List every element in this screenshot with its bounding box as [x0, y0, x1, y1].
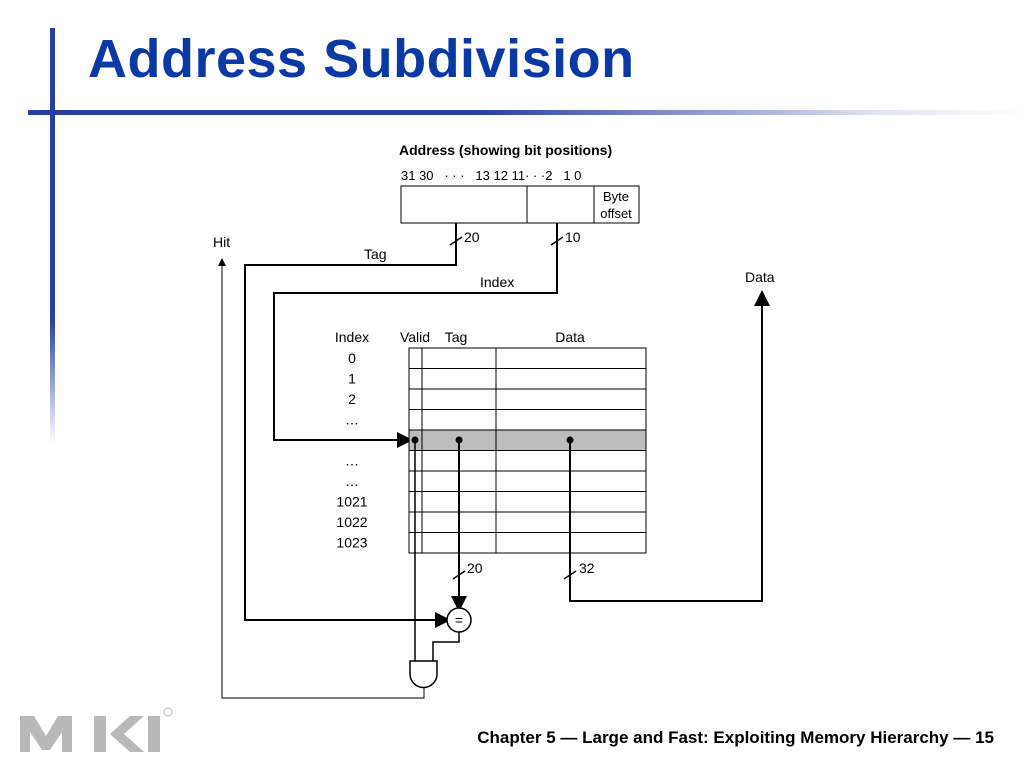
row-index-label: 2: [348, 391, 356, 407]
tag-wire: [244, 223, 457, 628]
hit-wire: [218, 258, 425, 699]
row-index-label: 1022: [336, 514, 367, 530]
row-index-label: …: [345, 473, 359, 489]
and-gate: [409, 660, 438, 689]
row-index-label: …: [345, 453, 359, 469]
byte-offset-label-line1: Byte: [603, 189, 629, 204]
row-index-labels: 0 1 2 … … … 1021 1022 1023: [336, 350, 367, 551]
header-valid: Valid: [400, 329, 430, 345]
hit-label: Hit: [213, 234, 230, 250]
title-accent-vertical-bar: [50, 28, 55, 443]
selected-row-highlight: [409, 430, 646, 450]
stored-tag-width-slash: [452, 570, 466, 580]
tag-width-label: 20: [464, 229, 480, 245]
index-width-label: 10: [565, 229, 581, 245]
table-row-lines: [409, 368, 646, 533]
data-width-slash: [563, 570, 577, 580]
header-tag: Tag: [445, 329, 468, 345]
row-index-label: 1021: [336, 494, 367, 510]
address-box: [400, 185, 640, 224]
row-index-label: 1: [348, 371, 356, 387]
comparator-symbol: =: [455, 612, 463, 628]
slide-footer: Chapter 5 — Large and Fast: Exploiting M…: [477, 728, 994, 747]
address-header: Address (showing bit positions): [399, 142, 612, 158]
data-width-label: 32: [579, 560, 595, 576]
row-index-label: …: [345, 412, 359, 428]
stored-tag-width-label: 20: [467, 560, 483, 576]
data-wire: [569, 290, 770, 602]
index-width-slash: [550, 236, 564, 246]
tag-label: Tag: [364, 246, 387, 262]
header-data: Data: [555, 329, 585, 345]
index-label: Index: [480, 274, 514, 290]
publisher-logo: [20, 707, 173, 752]
bit-positions: 31 30 · · · 13 12 11· · ·2 1 0: [401, 168, 581, 183]
byte-offset-label-line2: offset: [600, 206, 632, 221]
slide-title: Address Subdivision: [88, 29, 635, 89]
row-index-label: 0: [348, 350, 356, 366]
header-index: Index: [335, 329, 369, 345]
index-wire: [273, 223, 558, 448]
title-accent-horizontal-bar: [28, 110, 1024, 115]
data-output-label: Data: [745, 269, 775, 285]
compare-result-wire: [432, 632, 460, 661]
row-index-label: 1023: [336, 535, 367, 551]
tag-width-slash: [449, 236, 463, 246]
